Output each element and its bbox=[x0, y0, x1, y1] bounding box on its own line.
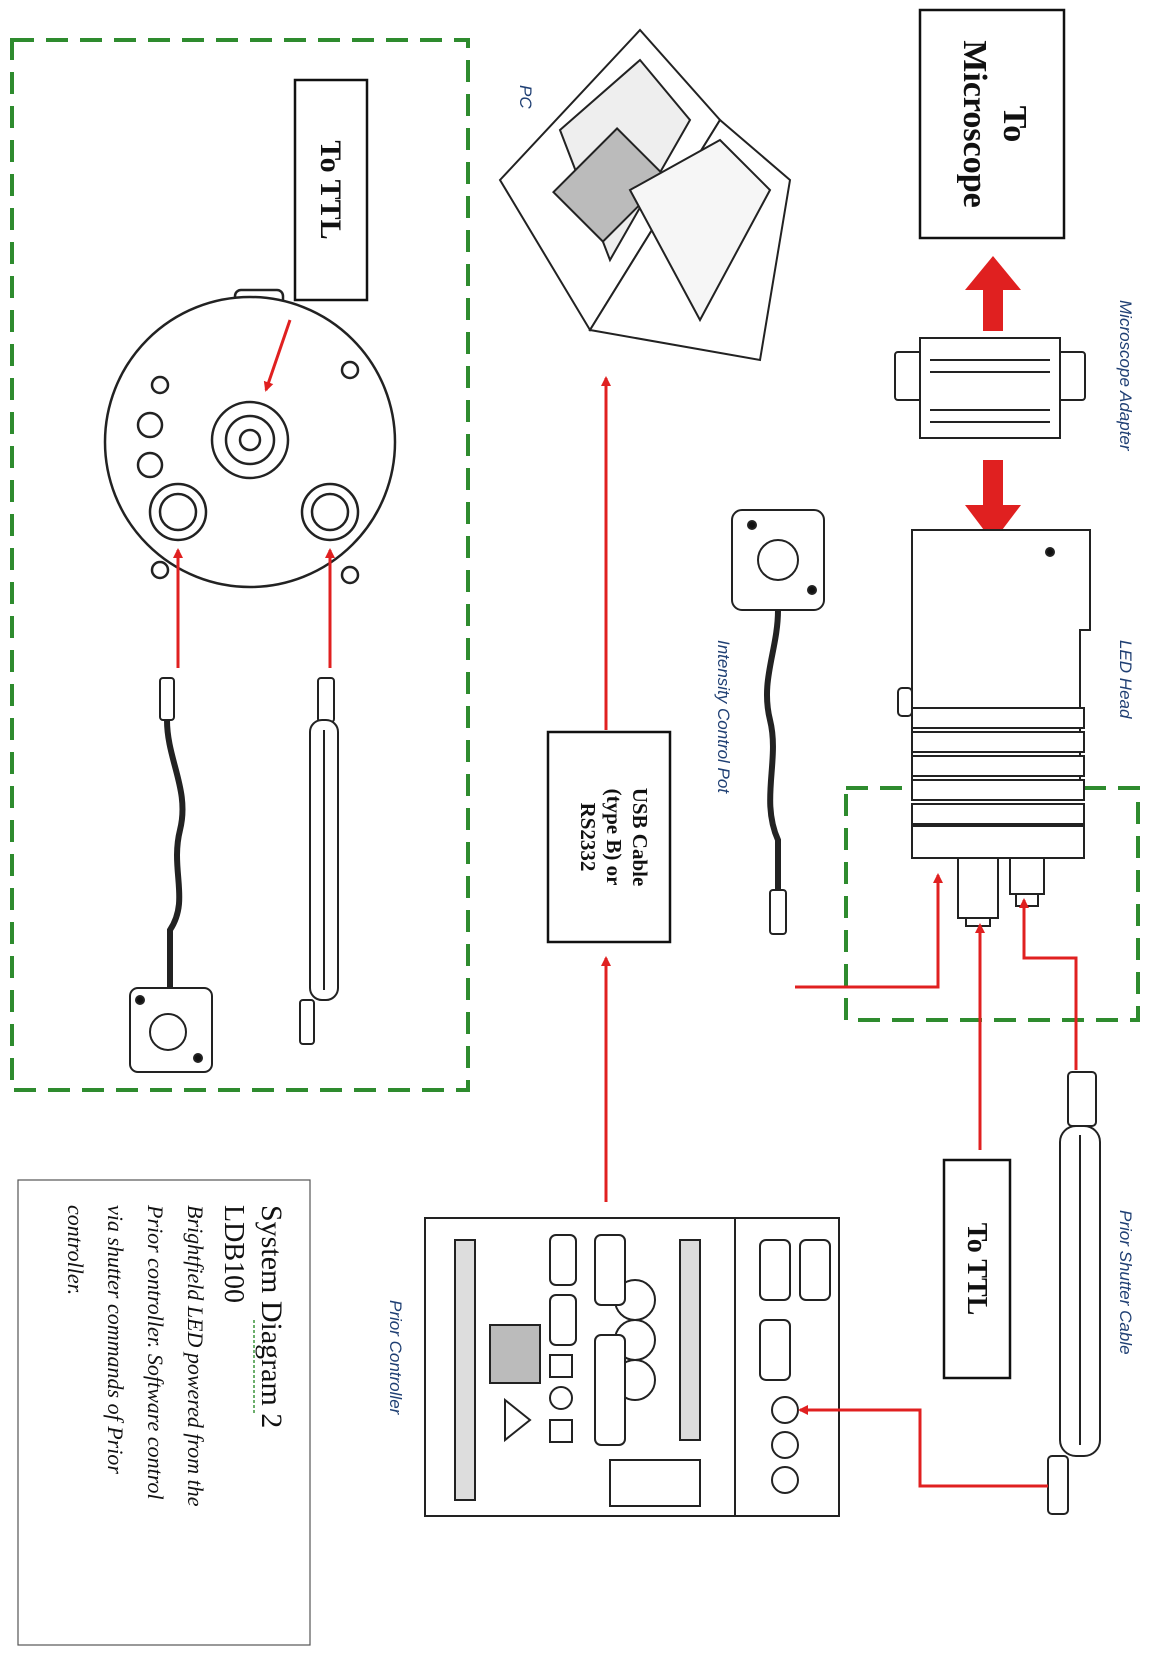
prior-shutter-cable bbox=[1047, 1071, 1101, 1515]
caption-title: System Diagram 2 bbox=[255, 1205, 288, 1428]
to-microscope-line-1: To bbox=[996, 106, 1033, 143]
caption-model: LDB100 bbox=[218, 1205, 249, 1303]
arrow-ttl-top-to-panel bbox=[263, 319, 292, 392]
led-rear-panel bbox=[103, 288, 397, 589]
pc-laptop-illustration bbox=[498, 28, 792, 362]
caption-desc-4: controller. bbox=[63, 1205, 88, 1295]
led-head-label: LED Head bbox=[1116, 640, 1135, 719]
caption-box: System Diagram 2 LDB100 Brightfield LED … bbox=[17, 1179, 311, 1646]
connection-arrows bbox=[173, 319, 1078, 1488]
usb-cable-line-1: USB Cable bbox=[628, 788, 652, 887]
adapter-arrow-top bbox=[965, 256, 1021, 331]
prior-controller bbox=[424, 1217, 840, 1517]
caption-desc-1: Brightfield LED powered from the bbox=[183, 1205, 208, 1507]
to-microscope-box: To Microscope bbox=[918, 8, 1066, 240]
microscope-adapter bbox=[894, 337, 1086, 439]
adapter-arrow-bottom bbox=[965, 460, 1021, 542]
prior-controller-label: Prior Controller bbox=[386, 1300, 405, 1416]
to-ttl-right-text: To TTL bbox=[961, 1223, 992, 1316]
caption-desc-3: via shutter commands of Prior bbox=[103, 1205, 128, 1474]
to-ttl-box-top: To TTL bbox=[293, 78, 369, 302]
intensity-control-pot bbox=[731, 509, 825, 935]
usb-cable-line-3: RS2332 bbox=[576, 803, 600, 872]
left-shutter-cable bbox=[299, 677, 339, 1045]
intensity-control-pot-label: Intensity Control Pot bbox=[714, 640, 733, 794]
to-microscope-line-2: Microscope bbox=[956, 40, 993, 207]
arrow-shutter-to-head bbox=[1019, 898, 1078, 1070]
prior-shutter-cable-label: Prior Shutter Cable bbox=[1116, 1210, 1135, 1355]
left-dashed-region bbox=[10, 38, 470, 1092]
to-ttl-top-text: To TTL bbox=[314, 140, 347, 239]
pc-label: PC bbox=[516, 85, 535, 109]
to-ttl-box-right: To TTL bbox=[942, 1158, 1012, 1380]
caption-desc-2: Prior controller. Software control bbox=[143, 1204, 168, 1500]
arrow-shutter-to-controller bbox=[798, 1405, 1048, 1488]
microscope-adapter-label: Microscope Adapter bbox=[1116, 300, 1135, 452]
led-head bbox=[897, 529, 1091, 927]
left-intensity-pot bbox=[129, 677, 213, 1073]
arrow-pot-to-head bbox=[795, 873, 943, 989]
usb-cable-box: USB Cable (type B) or RS2332 bbox=[546, 730, 672, 944]
usb-cable-line-2: (type B) or bbox=[602, 789, 626, 886]
